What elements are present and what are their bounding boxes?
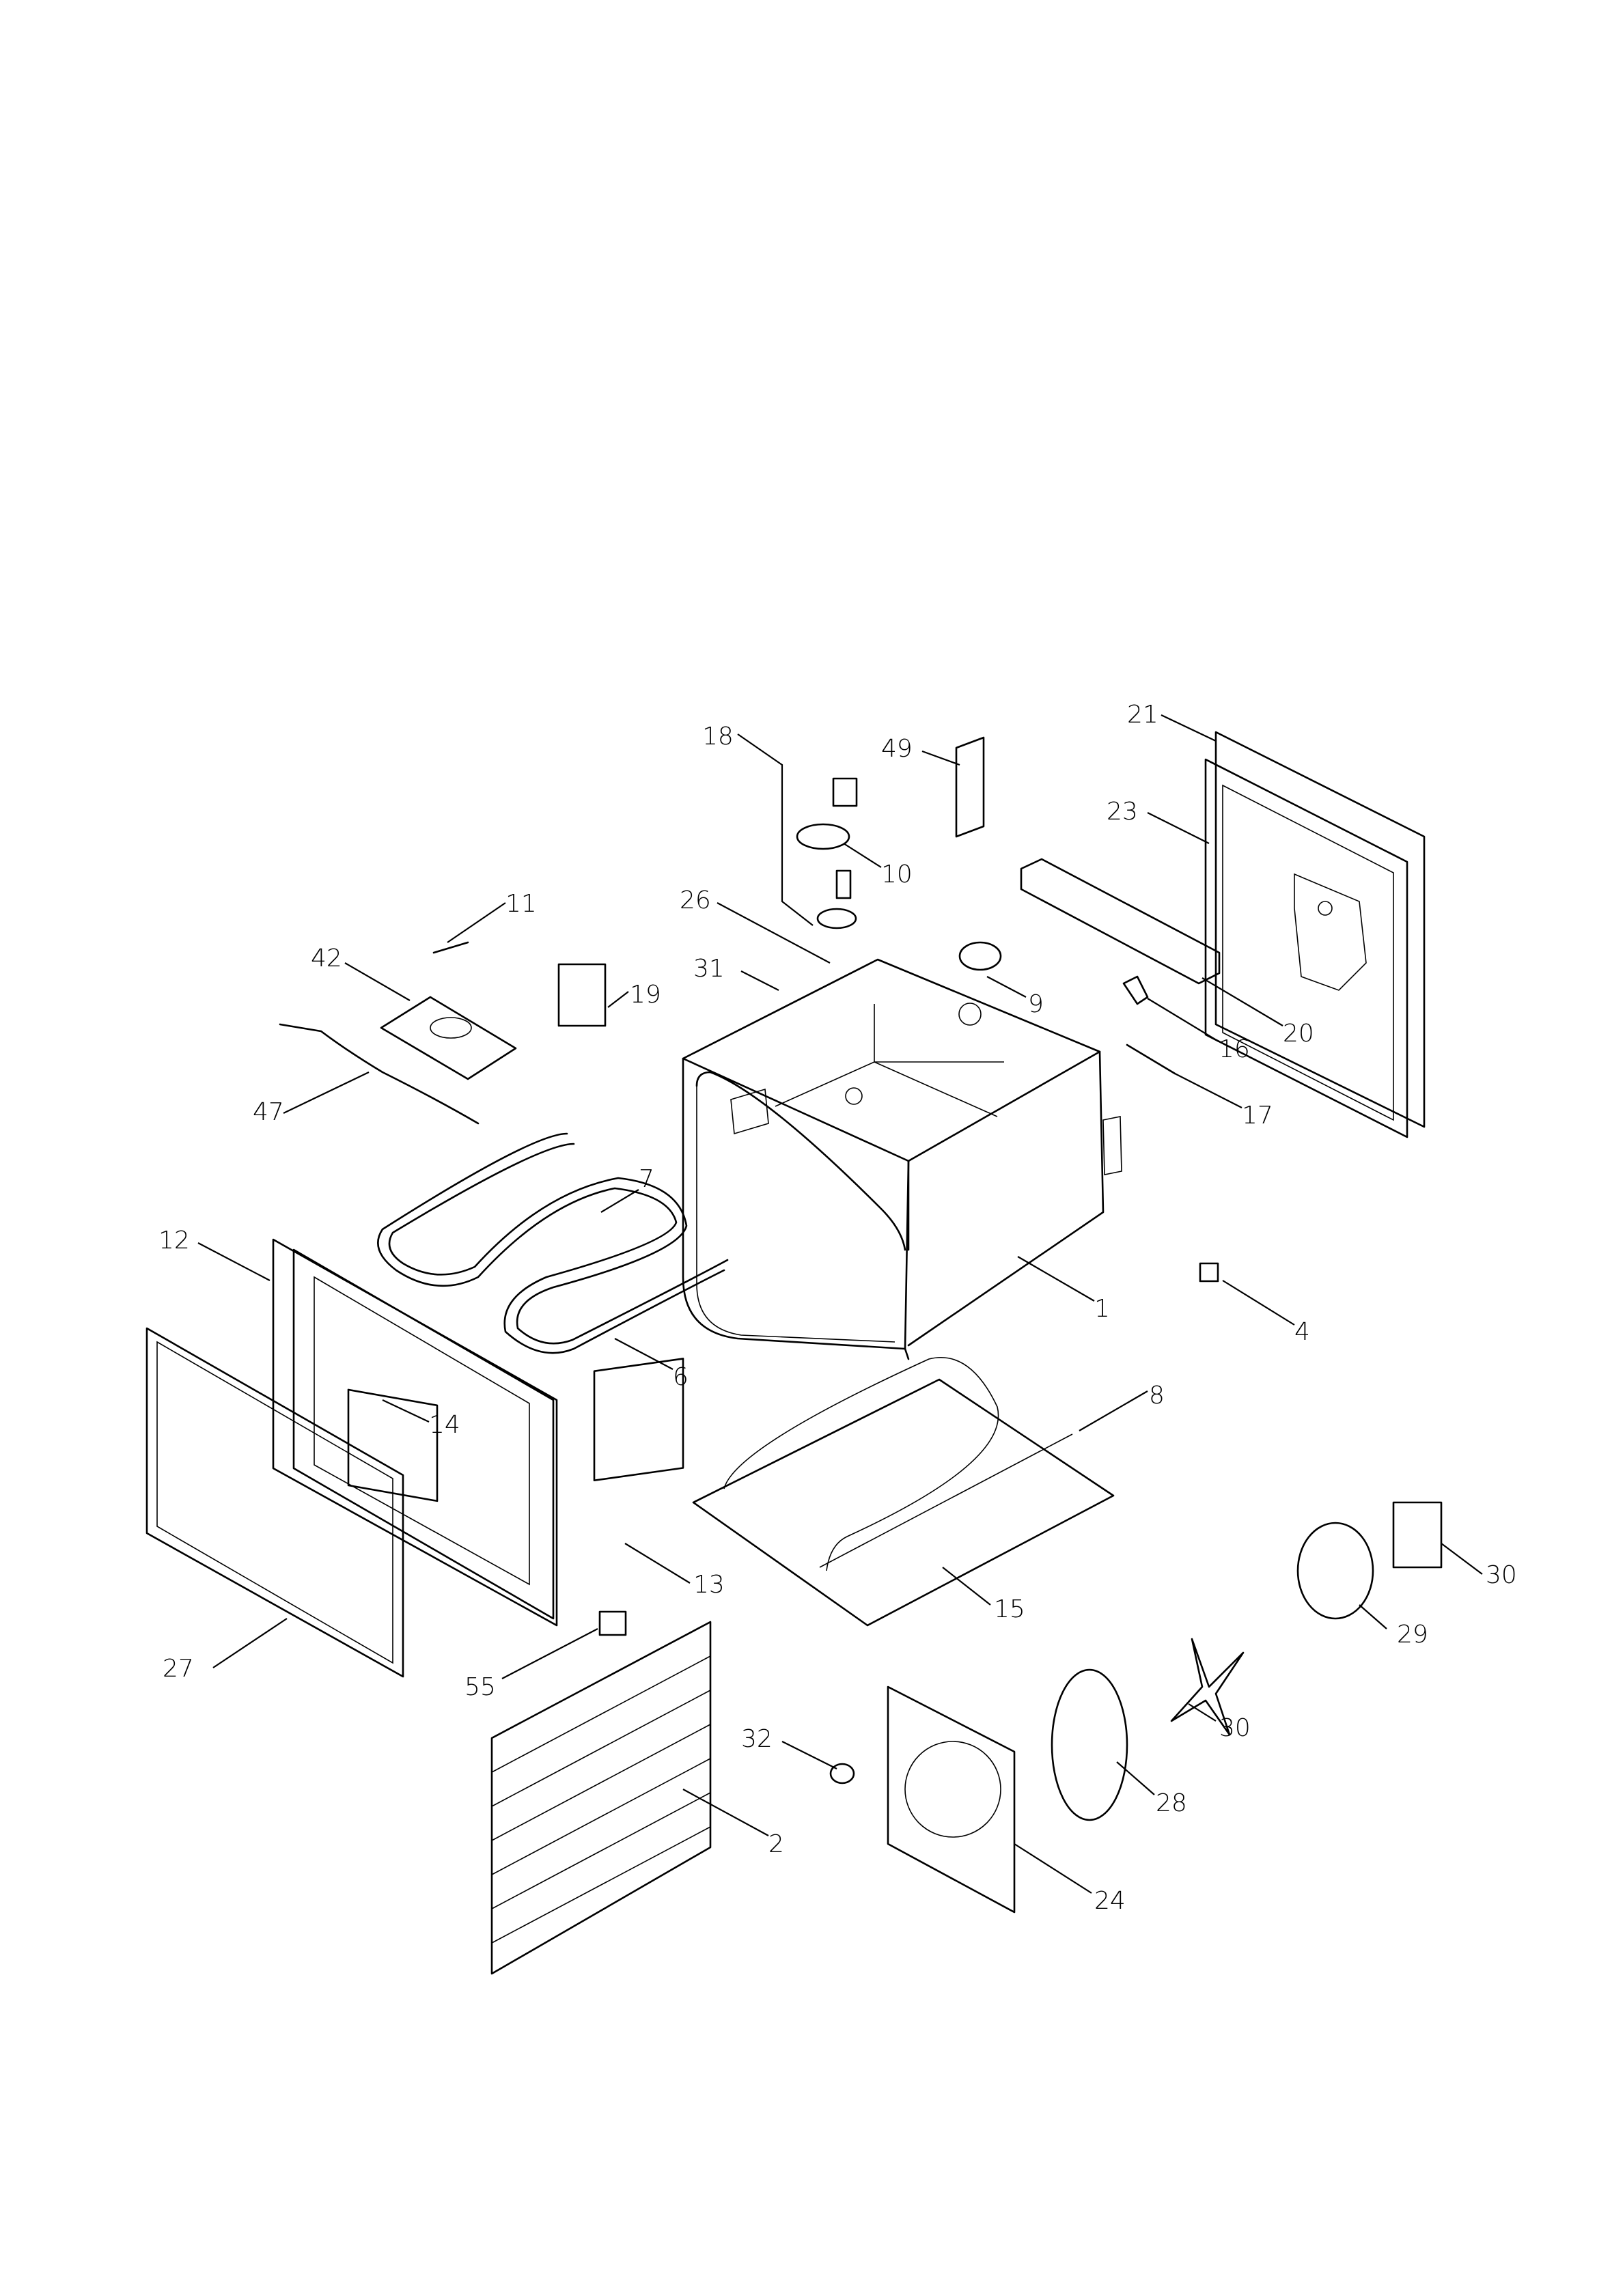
callout-42: 42	[311, 944, 342, 972]
lamp-socket	[835, 869, 852, 899]
callout-6: 6	[673, 1363, 689, 1391]
callout-31: 31	[693, 955, 725, 983]
callout-32: 32	[741, 1725, 773, 1753]
callout-11: 11	[505, 890, 537, 918]
callout-49: 49	[881, 735, 913, 763]
lamp-glass	[796, 823, 850, 850]
callout-20: 20	[1283, 1020, 1314, 1048]
bottom-tray	[692, 1356, 1115, 1627]
hinge-13	[593, 1358, 684, 1482]
callout-1: 1	[1094, 1295, 1110, 1323]
hinge-14	[347, 1388, 439, 1502]
callout-15: 15	[994, 1595, 1025, 1623]
callout-28: 28	[1156, 1789, 1187, 1817]
callout-27: 27	[163, 1655, 194, 1683]
callout-55: 55	[464, 1673, 496, 1701]
callout-26: 26	[680, 886, 711, 914]
oven-cavity	[682, 958, 1122, 1360]
callout-12: 12	[158, 1227, 190, 1255]
ring-9	[958, 941, 1002, 971]
door-glass	[145, 1327, 404, 1678]
callout-23: 23	[1107, 798, 1138, 826]
callout-14: 14	[429, 1411, 460, 1439]
back-panel	[1204, 731, 1426, 1138]
callout-29: 29	[1397, 1621, 1428, 1649]
wire-47	[279, 1023, 480, 1125]
fan-blade	[1170, 1638, 1245, 1736]
fan-motor	[1392, 1501, 1443, 1569]
rod-17	[1126, 1044, 1176, 1075]
callout-labels: 1 2 4 6 7 8 9 10 11 12 13 14 15 16 17 18…	[158, 701, 1517, 1915]
callout-9: 9	[1028, 990, 1044, 1018]
top-heating-element	[377, 1132, 729, 1354]
leader-lines	[197, 714, 1483, 1894]
shelf-rack	[490, 1621, 712, 1975]
callout-17: 17	[1242, 1102, 1273, 1130]
callout-21: 21	[1127, 701, 1158, 729]
bracket-42	[380, 996, 517, 1080]
callout-7: 7	[639, 1165, 654, 1193]
lamp-holder	[832, 777, 858, 807]
clip-16	[1122, 975, 1149, 1005]
callout-16: 16	[1219, 1035, 1250, 1063]
callout-10: 10	[881, 860, 913, 888]
callout-4: 4	[1294, 1318, 1310, 1346]
switch-4	[1199, 1262, 1219, 1283]
callout-19: 19	[630, 981, 661, 1009]
grommet-32	[829, 1763, 855, 1784]
callout-8: 8	[1149, 1382, 1165, 1410]
spring-coil	[955, 736, 985, 838]
callout-13: 13	[693, 1571, 725, 1599]
door-frame	[272, 1238, 558, 1627]
rod-11	[432, 941, 469, 954]
fan-cover	[887, 1685, 1016, 1914]
callout-2: 2	[768, 1830, 784, 1858]
callout-24: 24	[1094, 1887, 1126, 1915]
motor-plate	[1296, 1522, 1374, 1620]
callout-47: 47	[253, 1098, 284, 1126]
callout-18: 18	[702, 723, 734, 751]
part-55	[598, 1610, 627, 1636]
gasket	[816, 908, 857, 929]
callout-30-blade: 30	[1219, 1714, 1251, 1742]
lamp-cover-19	[557, 963, 607, 1027]
fan-heating-ring	[1051, 1668, 1128, 1821]
insulation-bar	[1020, 858, 1221, 985]
callout-30-motor: 30	[1486, 1561, 1517, 1589]
